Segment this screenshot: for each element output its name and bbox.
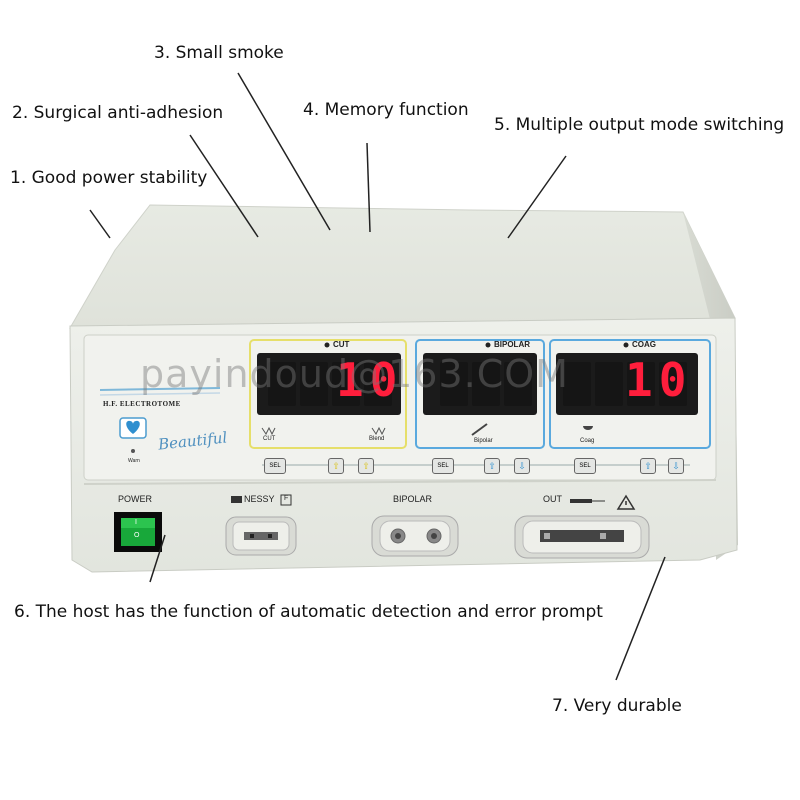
nessy-f-label: F	[284, 495, 289, 502]
sel-label: SEL	[269, 463, 281, 469]
cut-up-button[interactable]: ⇧	[328, 458, 344, 474]
sel-label: SEL	[579, 463, 591, 469]
cut-display-right: 10	[336, 353, 404, 407]
watermark: payindoud@163.COM	[140, 352, 569, 396]
leader-line-6	[149, 534, 166, 583]
cut-sel-button[interactable]: SEL	[264, 458, 286, 474]
coag-down-button[interactable]: ⇩	[668, 458, 684, 474]
cut-wave-icon	[261, 426, 276, 436]
bipolar-label: Bipolar	[474, 438, 493, 444]
coag-panel	[549, 339, 711, 449]
warn-heart-icon	[119, 417, 147, 439]
callout-durable: 7. Very durable	[552, 696, 682, 716]
cut-label-left: CUT	[263, 436, 276, 442]
nessy-pad-icon	[231, 496, 242, 503]
blend-wave-icon	[371, 426, 386, 436]
blend-up-button[interactable]: ⇧	[358, 458, 374, 474]
bipolar-port-label: BIPOLAR	[393, 494, 433, 504]
power-switch[interactable]	[114, 512, 162, 552]
callout-power-stability: 1. Good power stability	[10, 168, 208, 188]
callout-auto-detection: 6. The host has the function of automati…	[14, 602, 603, 622]
power-label: POWER	[118, 494, 153, 504]
leader-line-4	[366, 142, 371, 233]
warning-triangle-icon	[616, 494, 636, 510]
coag-up-button[interactable]: ⇧	[640, 458, 656, 474]
electrode-pencil-icon	[570, 499, 605, 503]
nessy-label: NESSY	[244, 494, 275, 504]
brand-label: H.F. ELECTROTOME	[103, 400, 181, 408]
switch-on-mark: I	[135, 519, 137, 526]
leader-line-5	[507, 155, 567, 239]
coag-sel-button[interactable]: SEL	[574, 458, 596, 474]
bipolar-panel	[415, 339, 545, 449]
coag-label: Coag	[580, 438, 595, 444]
callout-memory-function: 4. Memory function	[303, 100, 469, 120]
leader-line-3	[237, 72, 331, 231]
cut-panel-title: CUT	[333, 340, 350, 349]
callout-small-smoke: 3. Small smoke	[154, 43, 284, 63]
nessy-f-badge	[280, 494, 292, 506]
coag-icon	[583, 426, 593, 430]
bipolar-panel-title: BIPOLAR	[494, 340, 530, 349]
leader-line-2	[189, 134, 259, 238]
switch-off-mark: O	[134, 532, 140, 539]
leader-line-1	[89, 209, 111, 239]
sel-label: SEL	[437, 463, 449, 469]
bipolar-socket[interactable]	[371, 515, 459, 557]
out-port-label: OUT	[543, 494, 562, 504]
bipolar-up-button[interactable]: ⇧	[484, 458, 500, 474]
cut-panel	[249, 339, 407, 449]
bipolar-down-button[interactable]: ⇩	[514, 458, 530, 474]
cut-label-right: Blend	[369, 436, 385, 442]
callout-output-mode: 5. Multiple output mode switching	[494, 115, 785, 135]
leader-line-7	[615, 556, 666, 681]
coag-panel-title: COAG	[632, 340, 656, 349]
monopolar-out-socket[interactable]	[514, 515, 650, 559]
coag-display-right: 10	[625, 353, 693, 407]
warn-led	[131, 449, 135, 453]
nessy-socket[interactable]	[225, 516, 297, 556]
bipolar-sel-button[interactable]: SEL	[432, 458, 454, 474]
warn-label: Warn	[128, 458, 140, 464]
bipolar-forceps-icon	[471, 423, 488, 436]
callout-anti-adhesion: 2. Surgical anti-adhesion	[12, 103, 224, 123]
